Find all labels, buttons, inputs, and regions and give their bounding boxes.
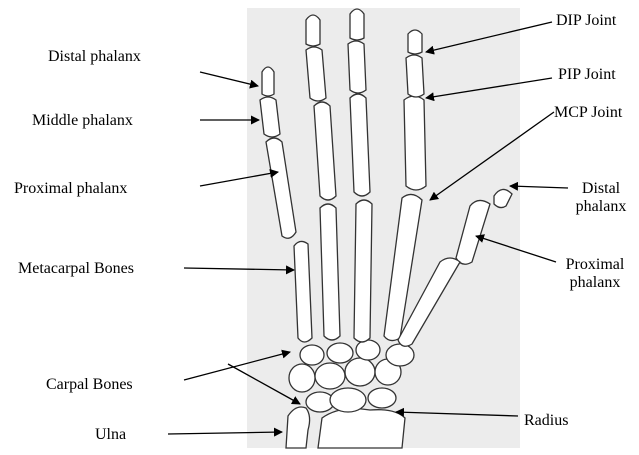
label-mcp-joint: MCP Joint	[554, 104, 622, 122]
label-proximal-phalanx-left: Proximal phalanx	[14, 180, 127, 198]
label-proximal-phalanx-thumb: Proximal phalanx	[560, 256, 630, 292]
label-radius: Radius	[524, 412, 568, 430]
label-carpal-bones: Carpal Bones	[46, 376, 133, 394]
label-pip-joint: PIP Joint	[558, 66, 616, 84]
radius-bone	[318, 409, 405, 448]
label-middle-phalanx: Middle phalanx	[32, 112, 133, 130]
label-ulna: Ulna	[95, 426, 126, 444]
label-distal-phalanx-left: Distal phalanx	[48, 48, 141, 66]
label-metacarpal-bones: Metacarpal Bones	[18, 260, 134, 278]
ulna-bone	[286, 407, 310, 448]
carpal-bones	[289, 340, 414, 412]
label-dip-joint: DIP Joint	[556, 12, 616, 30]
label-distal-phalanx-thumb: Distal phalanx	[566, 180, 636, 216]
